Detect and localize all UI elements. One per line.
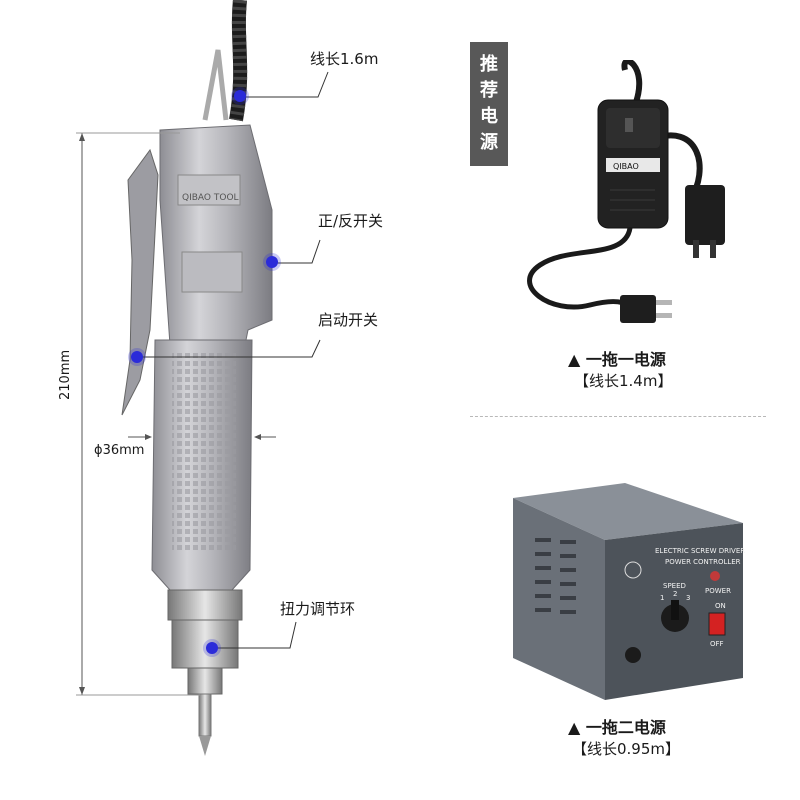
badge-char: 源 [480,132,498,153]
power-adapter-image: QIBAO [527,60,725,323]
power-two-cable: 【线长0.95m】 [572,740,681,758]
dimension-diameter: ϕ36mm [94,443,145,458]
speed-label: SPEED [663,582,686,590]
adapter-brand-text: QIBAO [613,162,639,171]
dimension-length: 210mm [58,349,73,400]
power-controller-image: ELECTRIC SCREW DRIVER POWER CONTROLLER S… [513,483,745,700]
controller-title-line1: ELECTRIC SCREW DRIVER [655,547,745,555]
speed-mark-1: 1 [660,594,664,602]
callout-fwd-rev-switch: 正/反开关 [318,212,384,230]
switch-off-label: OFF [710,640,724,648]
badge-char: 电 [480,106,498,127]
badge-char: 荐 [480,80,498,101]
callout-dot-cable [234,90,246,102]
badge-char: 推 [480,54,498,75]
power-led-label: POWER [705,587,731,595]
speed-mark-2: 2 [673,590,677,598]
controller-title-line2: POWER CONTROLLER [665,558,741,566]
screwdriver-brand-text: QIBAO TOOL [182,193,239,203]
callout-torque-ring: 扭力调节环 [280,600,356,618]
callout-dot-fwd-rev [266,256,278,268]
power-two-title: ▲ 一拖二电源 [568,718,666,737]
callout-start-switch: 启动开关 [318,311,379,329]
power-one-title: ▲ 一拖一电源 [568,350,666,369]
screwdriver-image: QIBAO TOOL [76,0,329,756]
switch-on-label: ON [715,602,726,610]
callout-dot-torque [206,642,218,654]
callout-cable-length: 线长1.6m [310,50,379,68]
speed-mark-3: 3 [686,594,690,602]
power-one-cable: 【线长1.4m】 [574,372,673,390]
recommend-badge: 推 荐 电 源 [470,42,508,166]
section-divider [470,416,766,417]
callout-dot-start [131,351,143,363]
